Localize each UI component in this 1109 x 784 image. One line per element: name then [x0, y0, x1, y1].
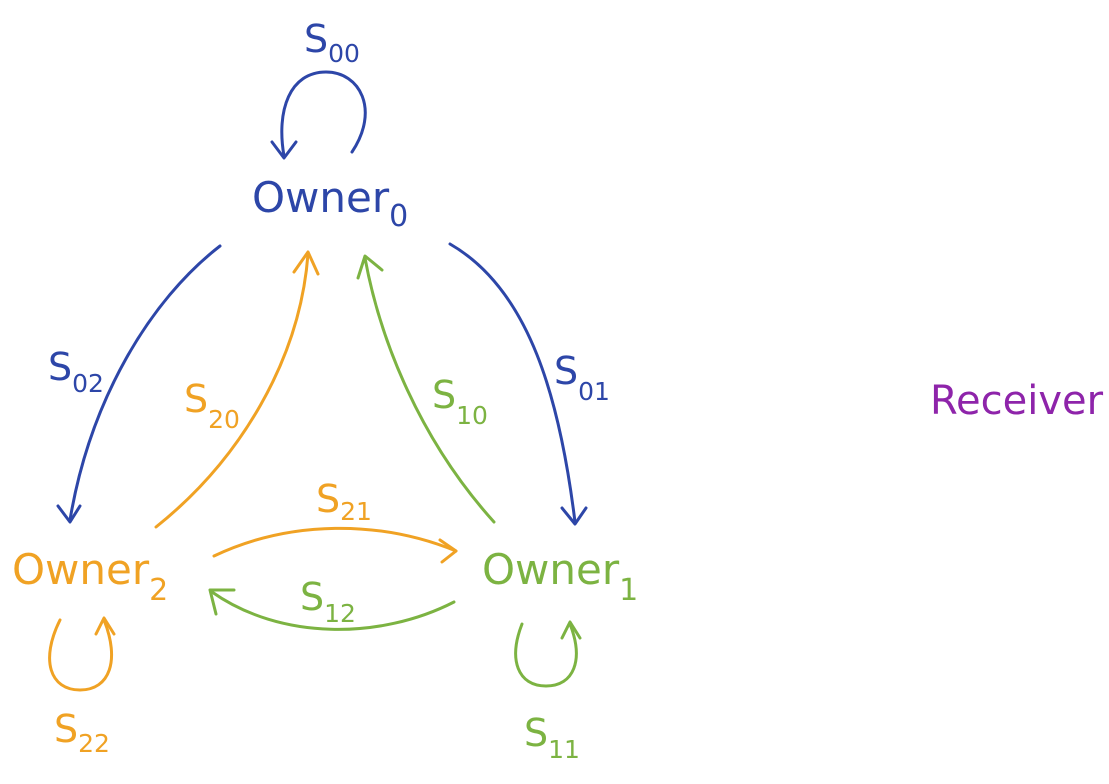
- label-s20-base: S: [184, 377, 208, 421]
- edge-s11-self-loop: [514, 620, 582, 688]
- label-s22-base: S: [54, 707, 78, 751]
- label-s22: S22: [54, 707, 110, 758]
- edge-s21-owner2-to-owner1: [212, 526, 458, 564]
- label-s21-sub: 21: [340, 497, 372, 526]
- node-owner1: Owner1: [482, 545, 638, 608]
- edge-s12-owner1-to-owner2: [208, 588, 456, 631]
- label-s11-sub: 11: [548, 735, 580, 764]
- label-s12-sub: 12: [324, 599, 356, 628]
- label-s12-base: S: [300, 575, 324, 619]
- edge-s10-owner1-to-owner0: [356, 254, 496, 524]
- label-s11-base: S: [524, 711, 548, 755]
- label-s10: S10: [432, 373, 488, 430]
- node-owner2-label: Owner: [12, 545, 150, 594]
- node-owner0-label: Owner: [252, 173, 390, 222]
- label-s11: S11: [524, 711, 580, 764]
- label-s22-sub: 22: [78, 729, 110, 758]
- node-owner2: Owner2: [12, 545, 168, 608]
- label-s02-sub: 02: [72, 369, 104, 398]
- edge-s02-owner0-to-owner2: [56, 244, 222, 524]
- label-s20-sub: 20: [208, 405, 240, 434]
- label-s02: S02: [48, 345, 104, 398]
- node-receiver: Receiver: [930, 378, 1104, 424]
- label-s12: S12: [300, 575, 356, 628]
- node-owner0-subscript: 0: [389, 199, 408, 234]
- label-s00-sub: 00: [328, 39, 360, 68]
- edge-s00-self-loop: [270, 70, 367, 160]
- node-owner1-subscript: 1: [619, 573, 638, 608]
- node-owner1-label: Owner: [482, 545, 620, 594]
- label-s02-base: S: [48, 345, 72, 389]
- label-s10-base: S: [432, 373, 456, 417]
- node-owner2-subscript: 2: [149, 573, 168, 608]
- label-s20: S20: [184, 377, 240, 434]
- label-s01-base: S: [554, 349, 578, 393]
- label-s00-base: S: [304, 17, 328, 61]
- edge-s01-owner0-to-owner1: [448, 242, 588, 526]
- label-s21: S21: [316, 477, 372, 526]
- label-s01-sub: 01: [578, 377, 610, 406]
- label-s01: S01: [554, 349, 610, 406]
- node-owner0: Owner0: [252, 173, 408, 234]
- label-s10-sub: 10: [456, 401, 488, 430]
- label-s00: S00: [304, 17, 360, 68]
- edge-s22-self-loop: [48, 616, 116, 692]
- edge-s20-owner2-to-owner0: [154, 250, 320, 529]
- label-s21-base: S: [316, 477, 340, 521]
